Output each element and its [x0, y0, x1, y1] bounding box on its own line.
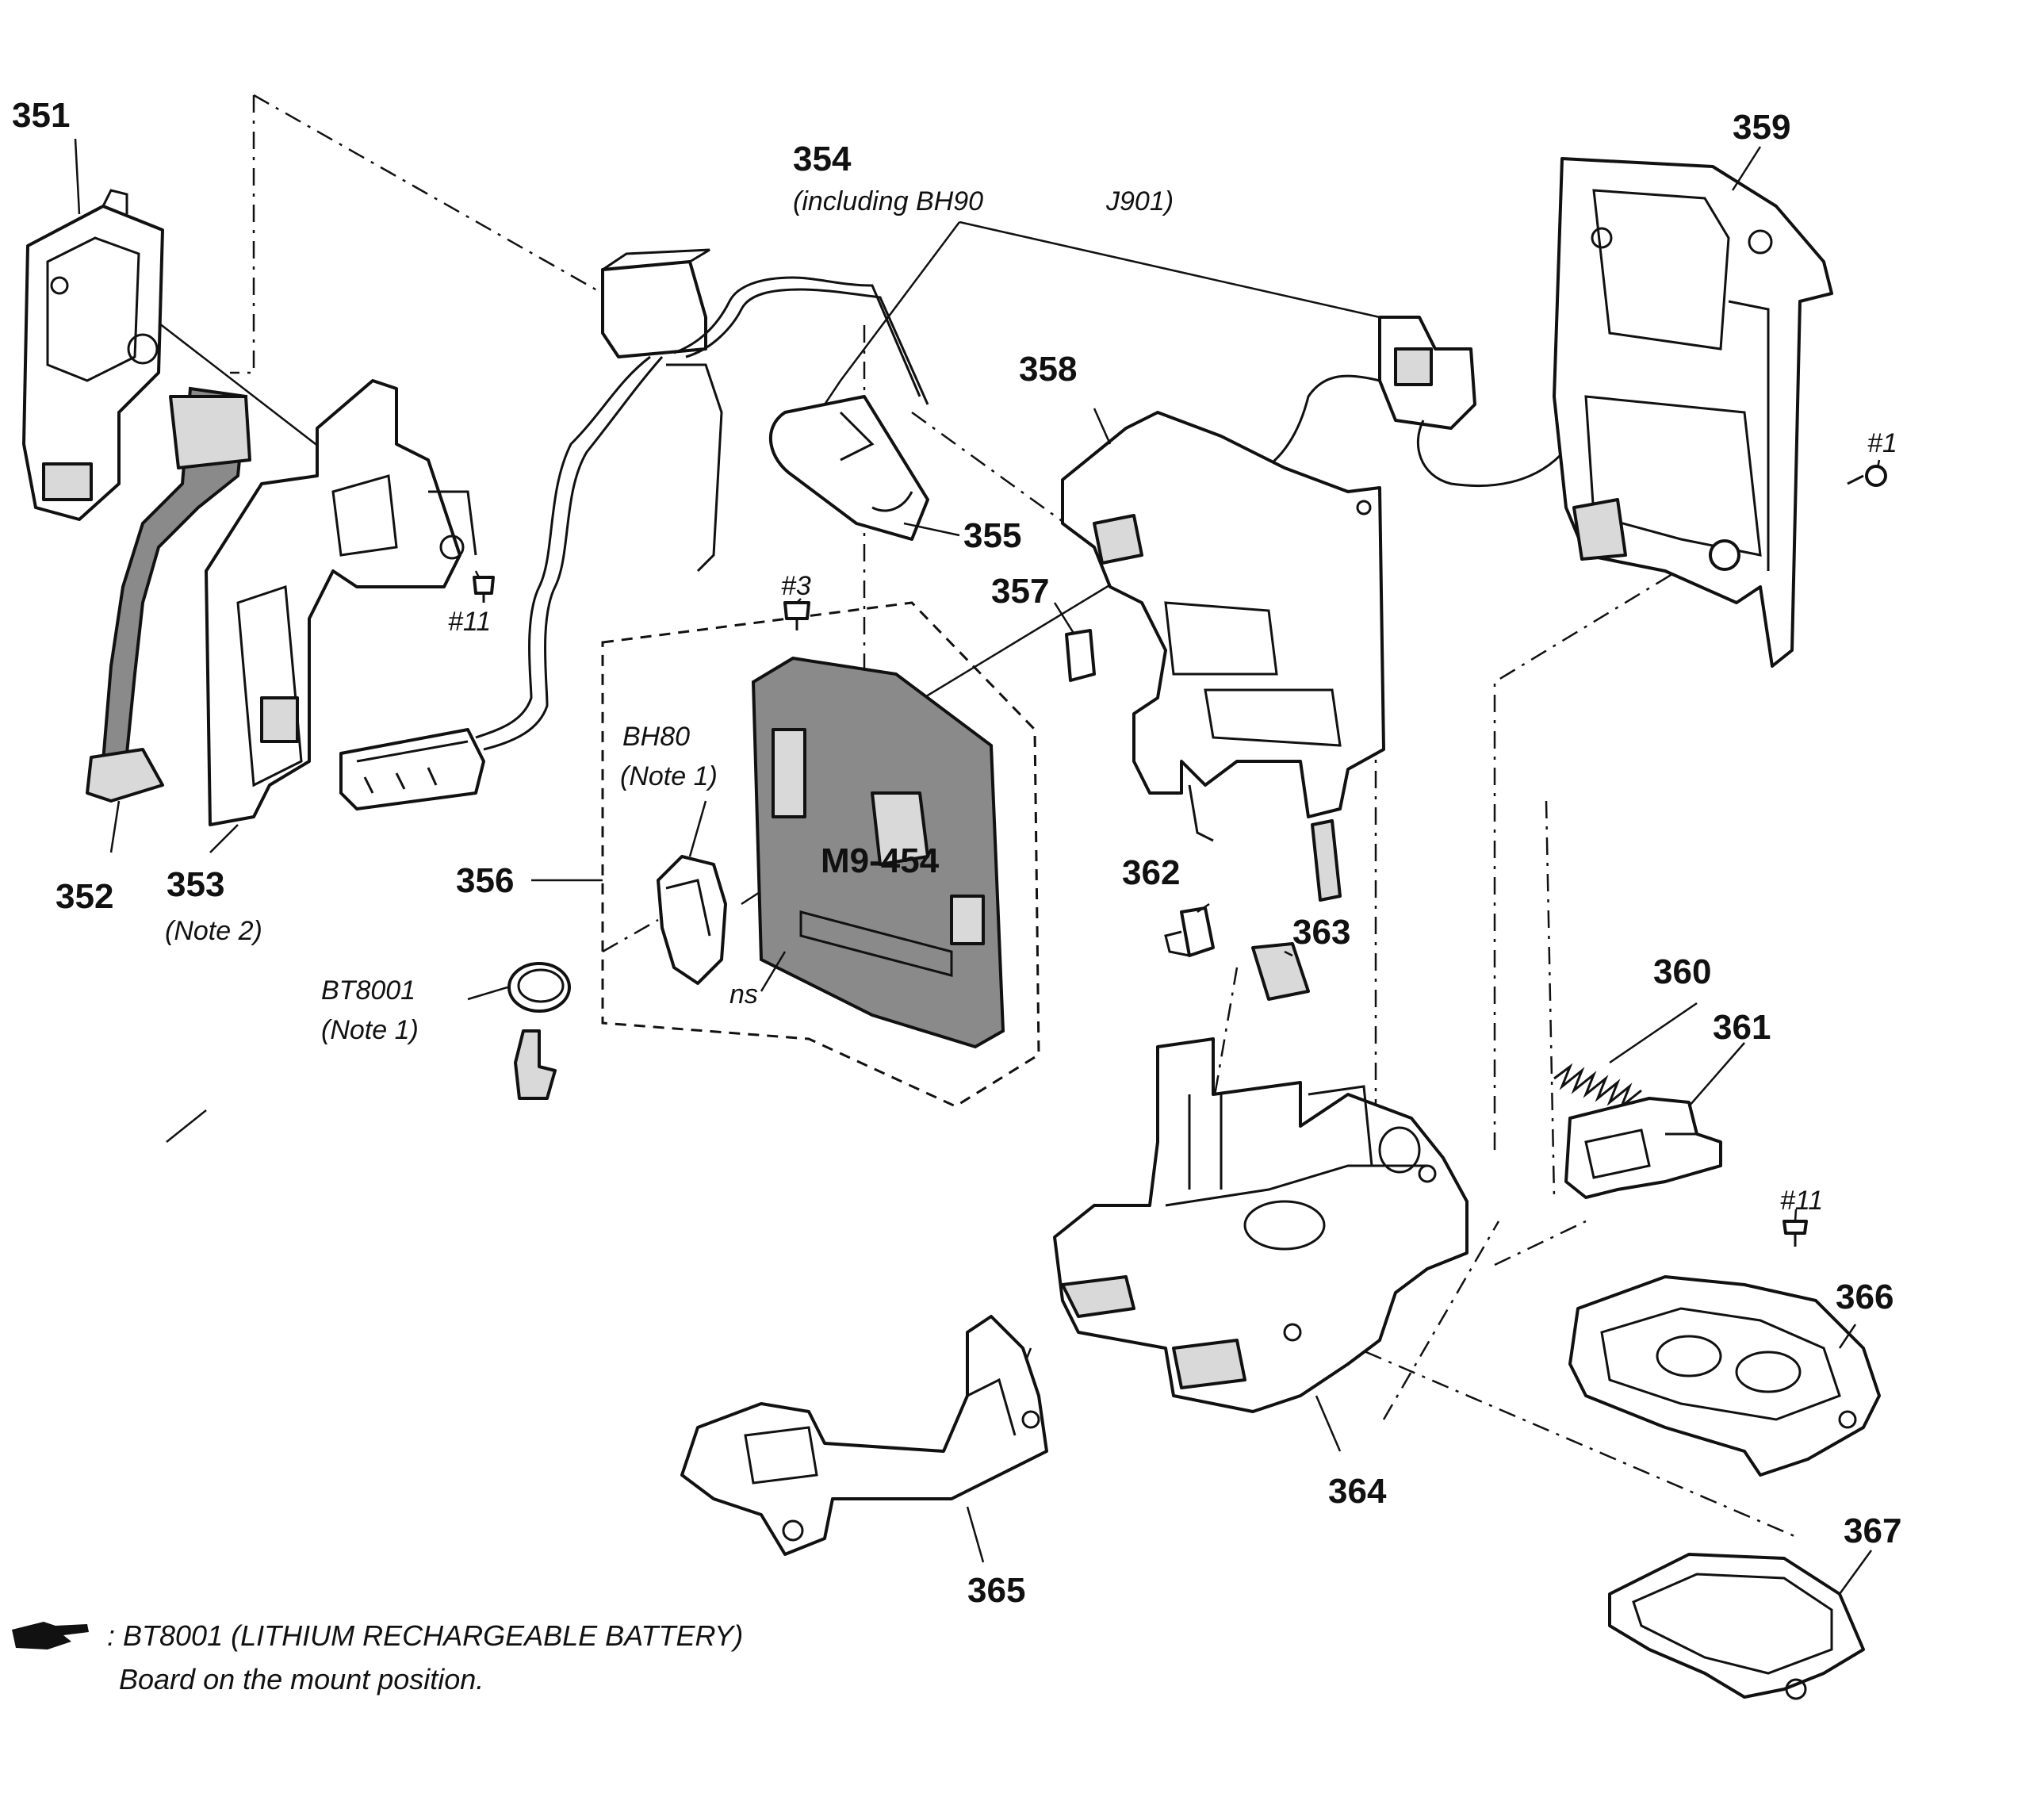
label-354-note-b: J901)	[1105, 186, 1174, 216]
legend-line-1: : BT8001 (LITHIUM RECHARGEABLE BATTERY)	[107, 1619, 743, 1652]
label-362: 362	[1122, 853, 1180, 892]
label-352: 352	[56, 877, 113, 916]
part-364-lower-chassis	[1053, 1037, 1469, 1413]
part-363-contact	[1251, 942, 1310, 1001]
label-351: 351	[12, 96, 70, 135]
label-359: 359	[1733, 108, 1790, 147]
part-352-flex-cable	[86, 386, 251, 803]
part-356-main-board-group: M9-454	[601, 601, 1040, 1108]
part-359-side-frame	[1553, 157, 1833, 668]
label-363: 363	[1292, 913, 1350, 952]
label-353-note: (Note 2)	[165, 916, 262, 946]
legend: : BT8001 (LITHIUM RECHARGEABLE BATTERY) …	[12, 1619, 743, 1695]
label-354-note-a: (including BH90	[793, 186, 983, 216]
part-357-block	[1065, 629, 1096, 682]
part-351-connector-bracket	[22, 189, 164, 521]
label-354: 354	[793, 140, 852, 178]
label-bh80: BH80	[622, 722, 690, 752]
screw-11-upper	[473, 576, 495, 603]
label-screw-1: #1	[1867, 428, 1897, 458]
label-ns: ns	[729, 979, 758, 1010]
part-358-chassis-frame	[1061, 411, 1385, 902]
screw-3	[783, 601, 810, 630]
part-360-spring	[1553, 1063, 1642, 1110]
labels: 351 352 353 (Note 2) 354 (including BH90…	[12, 96, 1901, 1610]
label-356: 356	[456, 861, 514, 900]
label-361: 361	[1713, 1008, 1771, 1047]
label-355: 355	[963, 516, 1021, 555]
legend-line-2: Board on the mount position.	[119, 1663, 484, 1695]
label-bh80-note: (Note 1)	[620, 761, 718, 791]
label-360: 360	[1653, 952, 1711, 991]
part-355-film	[769, 395, 929, 541]
part-366-battery-case	[1568, 1275, 1881, 1477]
label-bt8001: BT8001	[321, 975, 415, 1006]
board-marking: M9-454	[821, 841, 940, 880]
label-screw-11-lower: #11	[1780, 1186, 1823, 1216]
label-367: 367	[1844, 1512, 1901, 1550]
label-screw-3: #3	[781, 571, 811, 601]
label-365: 365	[967, 1571, 1025, 1610]
label-353: 353	[167, 865, 224, 904]
part-361-latch	[1564, 1097, 1722, 1199]
label-358: 358	[1019, 350, 1077, 389]
part-353-frame-bracket	[205, 379, 477, 826]
part-367-battery-lid	[1608, 1553, 1865, 1700]
part-354-wire-harness	[339, 248, 1603, 810]
part-bt8001-battery	[507, 962, 571, 1100]
screw-11-lower	[1783, 1220, 1808, 1247]
label-screw-11-upper: #11	[448, 607, 491, 637]
part-365-bottom-bracket	[680, 1315, 1048, 1556]
screw-1	[1847, 465, 1887, 487]
label-357: 357	[991, 572, 1049, 611]
part-362-clip	[1164, 906, 1215, 957]
label-364: 364	[1328, 1472, 1387, 1511]
label-bt8001-note: (Note 1)	[321, 1015, 419, 1045]
leader-lines	[74, 138, 1881, 1595]
hand-pointer-icon	[12, 1622, 89, 1649]
label-366: 366	[1836, 1278, 1894, 1316]
